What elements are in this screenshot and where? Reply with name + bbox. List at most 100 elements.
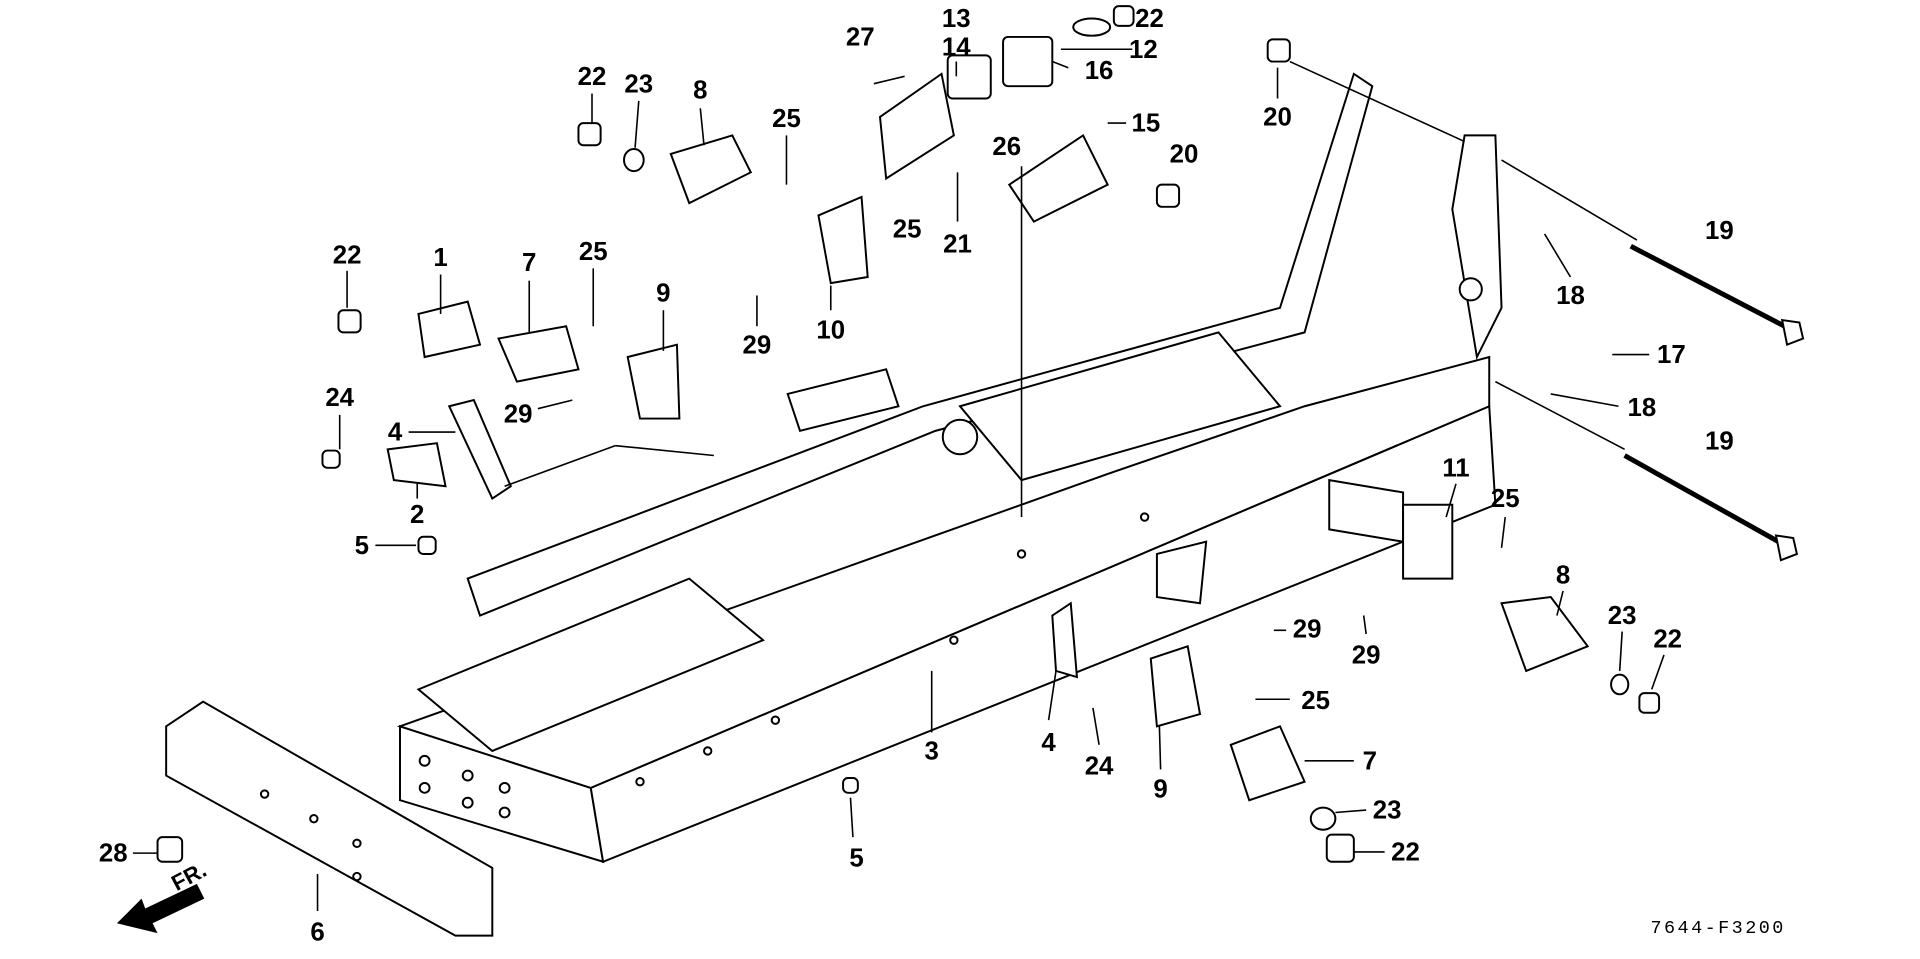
callout-21: 21 [943,230,972,258]
frame-assembly [396,72,1503,864]
leader-line [1501,159,1638,241]
small-parts [156,5,1661,863]
mounting-hole [1016,549,1027,559]
callout-4: 4 [1041,729,1056,757]
nut-bolt-part [1112,5,1135,27]
nut-bolt-part [1325,833,1355,863]
callout-22: 22 [1391,839,1420,867]
callout-29: 29 [743,331,772,359]
nut-bolt-part [577,122,602,147]
nut-bolt-part [1266,38,1291,63]
leader-line [1500,516,1507,548]
callout-23: 23 [1608,602,1637,630]
leader-line [1052,60,1069,69]
bracket-mount-part [1402,503,1454,580]
leader-line [1543,233,1572,278]
mounting-hole [498,806,511,819]
nut-bolt-part [1155,183,1181,208]
callout-29: 29 [1293,616,1322,644]
callout-19: 19 [1705,217,1734,245]
callout-13: 13 [942,5,971,33]
leader-line [1556,590,1564,616]
leader-line [1618,631,1623,671]
nut-bolt-part [1002,35,1054,88]
front-direction-arrow: FR. [116,857,210,934]
mounting-hole [461,796,474,809]
rear-bumper-part-6 [165,700,494,937]
mounting-hole [309,813,319,824]
washer-part [1610,673,1630,696]
bracket-mount-part [878,72,955,181]
mounting-hole [703,746,713,756]
bracket-mount-part [1149,645,1202,728]
callout-27: 27 [846,24,875,52]
mounting-hole [461,769,474,782]
bracket-mount-part [626,343,681,420]
callout-26: 26 [992,133,1021,161]
callout-19: 19 [1705,427,1734,455]
mounting-hole [770,715,781,725]
callout-22: 22 [1653,626,1682,654]
mounting-hole [498,781,511,794]
callout-22: 22 [333,241,362,269]
frame-holes [259,277,1483,882]
callout-28: 28 [99,840,128,868]
callout-29: 29 [1352,642,1381,670]
nut-bolt-part [1638,692,1661,714]
leader-line [1362,615,1367,635]
callout-25: 25 [1301,687,1330,715]
callout-18: 18 [1556,282,1585,310]
mounting-hole [352,838,362,848]
callout-7: 7 [1363,747,1377,775]
leader-line [1158,726,1162,770]
callout-16: 16 [1085,57,1114,85]
bracket-mount-part [1229,725,1306,802]
callout-24: 24 [1085,752,1114,780]
leader-line [1495,380,1625,451]
nut-bolt-part [417,535,437,555]
callout-8: 8 [1556,562,1570,590]
callout-12: 12 [1129,36,1158,64]
bracket-mount-part [1051,601,1079,679]
callout-11: 11 [1442,454,1469,482]
callout-4: 4 [388,419,403,447]
callout-20: 20 [1263,104,1292,132]
callout-2: 2 [410,501,424,529]
mounting-hole [259,789,270,799]
bracket-mount-part [1500,596,1590,673]
bracket-mount-part [417,300,482,359]
callout-6: 6 [310,919,324,947]
front-direction-label: FR. [167,857,210,896]
callout-17: 17 [1657,341,1686,369]
nut-bolt-part [337,309,362,334]
leader-line [1092,707,1100,745]
bracket-mount-part [1007,133,1110,223]
callout-9: 9 [1153,776,1167,804]
mounting-hole [352,871,362,882]
nut-bolt-part [156,836,184,863]
leader-line [849,797,854,838]
callout-23: 23 [1373,797,1402,825]
leader-lines [132,48,1665,911]
callout-18: 18 [1627,394,1656,422]
callout-29: 29 [504,400,533,428]
long-bolts-part-19 [1623,244,1805,562]
bracket-mount-part [817,195,869,285]
callout-10: 10 [816,317,845,345]
callout-25: 25 [1491,485,1520,513]
leader-line [699,108,705,146]
washer-part [623,147,645,173]
callout-7: 7 [522,249,536,277]
callout-24: 24 [325,384,354,412]
callout-5: 5 [849,845,863,873]
callout-25: 25 [772,105,801,133]
callout-20: 20 [1170,140,1199,168]
callout-22: 22 [1135,5,1164,33]
leader-line [615,444,714,457]
callout-1: 1 [433,244,447,272]
nut-bolt-part [321,449,341,469]
mounting-hole [635,777,645,787]
callout-8: 8 [693,76,707,104]
